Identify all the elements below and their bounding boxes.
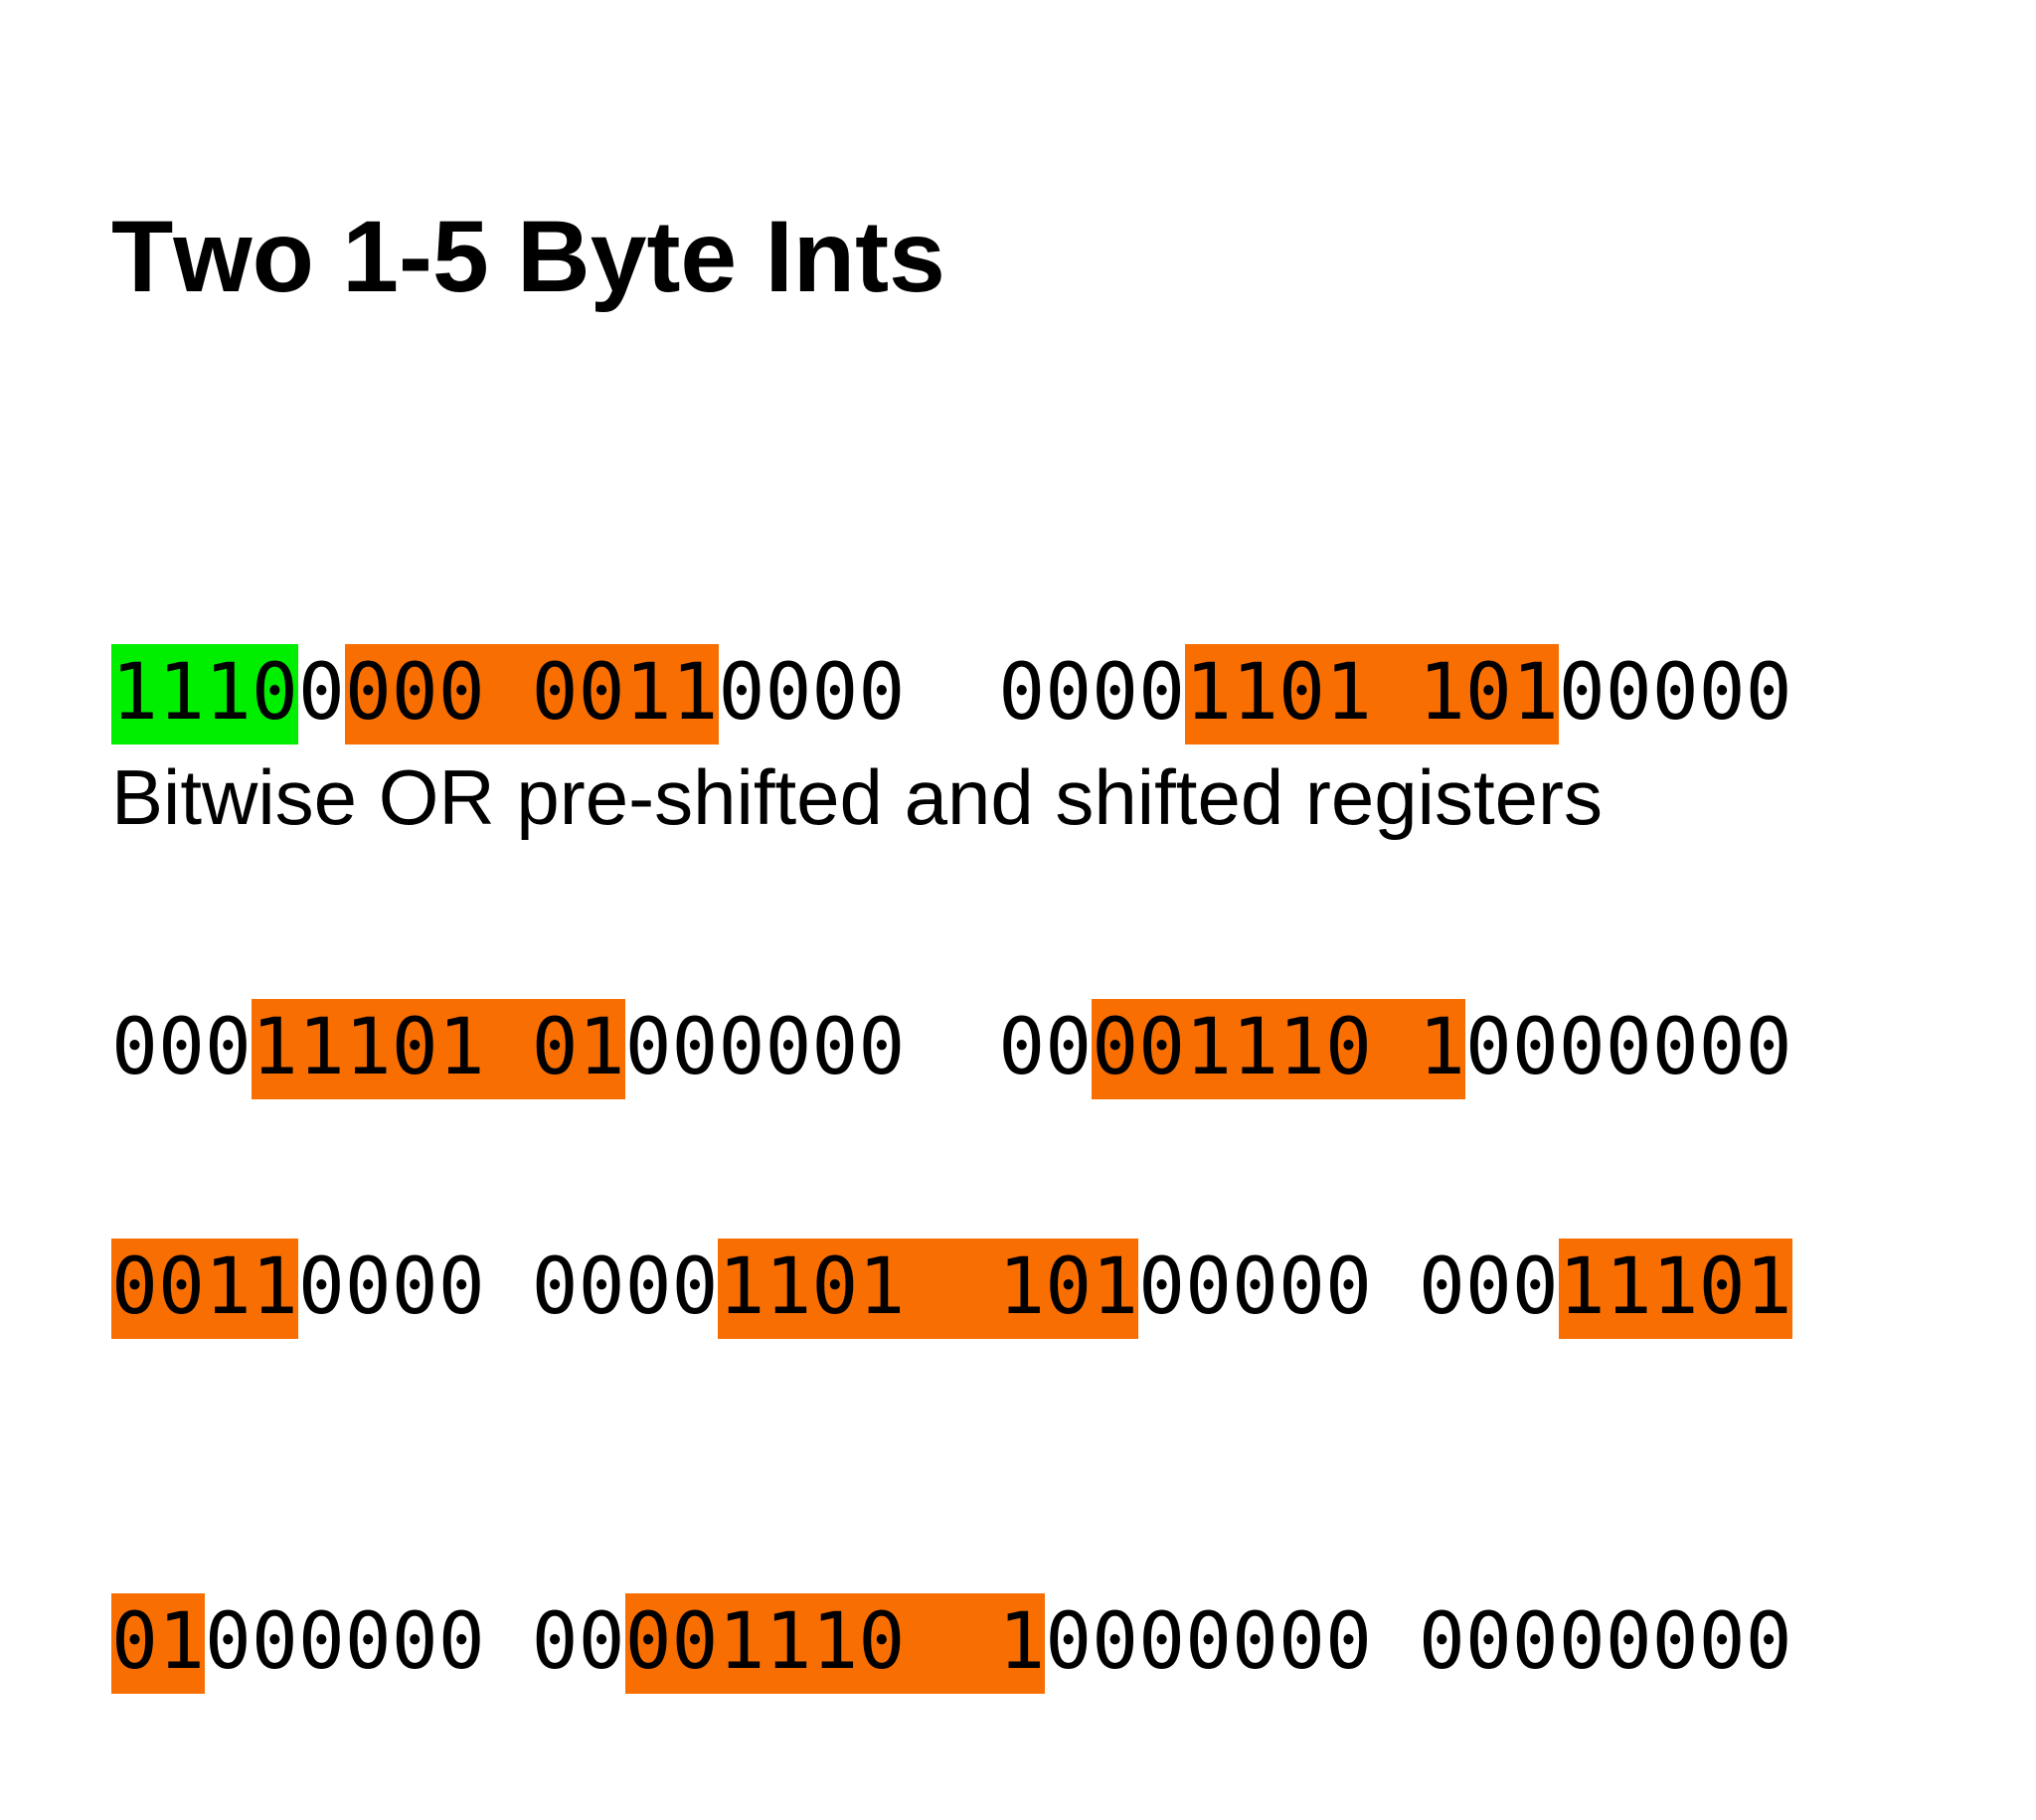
bits-segment: 0000 0000 — [297, 1242, 719, 1332]
bits-segment-orange-highlight: 001110 1 — [624, 1593, 1046, 1694]
result-bits-line-1: 00110000 00001101 10100000 00011101 — [111, 1229, 1792, 1347]
bits-segment-orange-highlight: 0011 — [111, 1239, 298, 1339]
register-bits-line-2: 00011101 01000000 00001110 10000000 — [111, 989, 1792, 1107]
slide-title: Two 1-5 Byte Ints — [111, 200, 945, 314]
bits-segment-orange-highlight: 11101 — [1558, 1239, 1792, 1339]
slide-canvas: { "slide": { "title": "Two 1-5 Byte Ints… — [111, 200, 1792, 1694]
bits-segment-orange-highlight: 001110 1 — [1092, 999, 1465, 1099]
bits-segment-orange-highlight: 000 0011 — [344, 644, 719, 745]
register-bits-line-1: 11100000 00110000 00001101 10100000 — [111, 634, 1792, 752]
bits-segment: 000000 00 — [204, 1597, 625, 1687]
bits-segment-green-highlight: 1110 — [111, 644, 298, 745]
result-bits-block: 00110000 00001101 10100000 00011101 0100… — [111, 992, 1792, 1820]
bits-segment: 0 — [297, 648, 345, 738]
bits-segment: 0000000 — [1464, 1003, 1792, 1092]
bits-segment: 0000000 00000000 — [1045, 1597, 1792, 1687]
bits-segment: 0000 0000 — [718, 648, 1186, 738]
bits-segment: 000000 00 — [624, 1003, 1093, 1092]
bits-segment: 000 — [111, 1003, 252, 1092]
bitwise-or-description: Bitwise OR pre-shifted and shifted regis… — [111, 753, 1603, 841]
bits-segment: 00000 — [1558, 648, 1792, 738]
bits-segment: 00000 000 — [1138, 1242, 1559, 1332]
bits-segment-orange-highlight: 01 — [111, 1593, 205, 1694]
bits-segment-orange-highlight: 11101 01 — [251, 999, 625, 1099]
bits-segment-orange-highlight: 1101 101 — [718, 1239, 1139, 1339]
register-bits-block: 11100000 00110000 00001101 10100000 0001… — [111, 398, 1792, 1226]
bits-segment-orange-highlight: 1101 101 — [1185, 644, 1559, 745]
result-bits-line-2: 01000000 00001110 10000000 00000000 — [111, 1583, 1792, 1702]
